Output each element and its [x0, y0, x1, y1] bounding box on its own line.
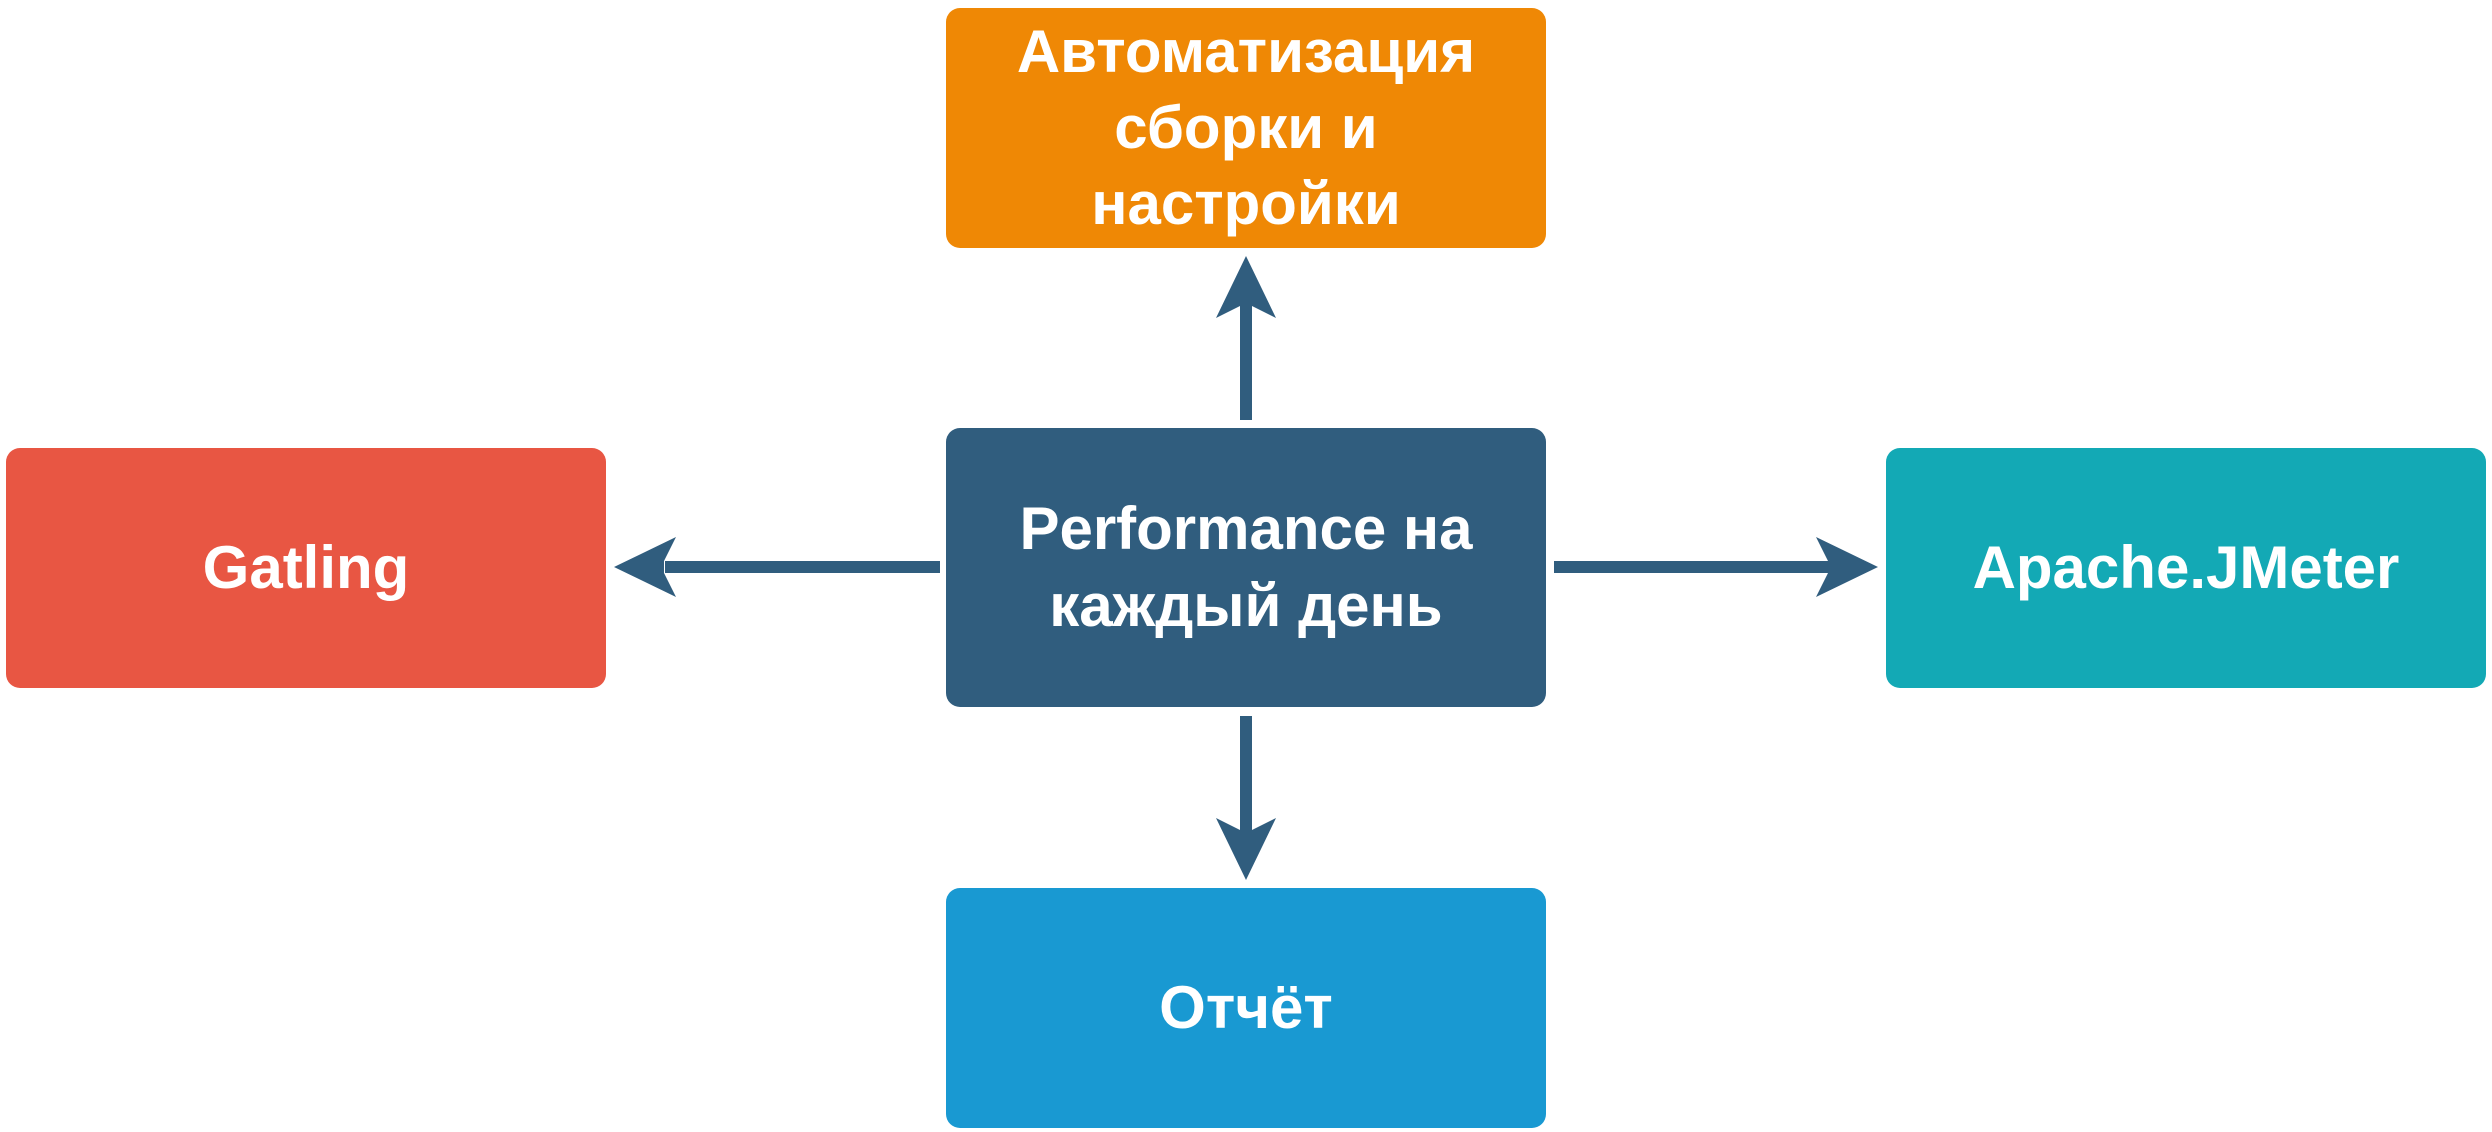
node-apache-jmeter-label: Apache.JMeter — [1972, 533, 2400, 601]
node-performance-daily-label: Performance на каждый день — [1019, 495, 1473, 639]
node-report-label: Отчёт — [1159, 973, 1333, 1041]
node-gatling: Gatling — [6, 448, 606, 688]
node-build-automation-label: Автоматизация сборки и настройки — [1016, 17, 1476, 238]
arrow-to-left — [614, 537, 940, 597]
node-build-automation: Автоматизация сборки и настройки — [946, 8, 1546, 248]
arrow-to-right — [1554, 537, 1878, 597]
arrow-to-bottom — [1216, 716, 1276, 880]
arrow-to-top — [1216, 256, 1276, 420]
node-gatling-label: Gatling — [202, 533, 410, 601]
node-performance-daily: Performance на каждый день — [946, 428, 1546, 707]
node-apache-jmeter: Apache.JMeter — [1886, 448, 2486, 688]
node-report: Отчёт — [946, 888, 1546, 1128]
